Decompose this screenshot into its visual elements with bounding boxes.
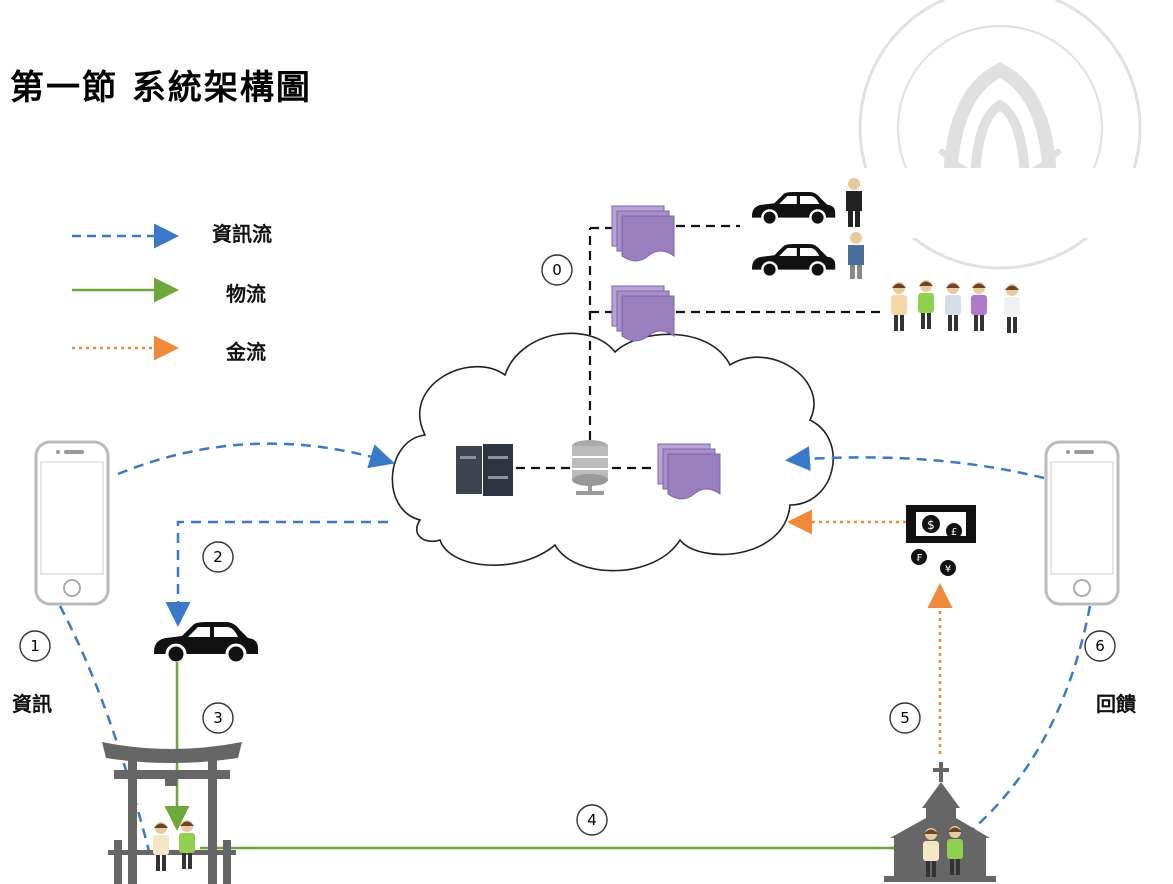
svg-text:5: 5 — [900, 709, 910, 727]
person-icon-driver-2 — [848, 232, 864, 279]
legend-label-info-flow: 資訊流 — [212, 222, 272, 246]
couple-icon-start — [153, 820, 195, 871]
step-marker-5: 5 — [889, 702, 921, 734]
svg-text:6: 6 — [1095, 637, 1105, 655]
page-title: 第一節 系統架構圖 — [10, 68, 312, 108]
step-markers: 0 1 2 3 4 5 6 — [19, 254, 1116, 836]
database-icon — [572, 440, 608, 495]
step-marker-1: 1 — [19, 630, 51, 662]
car-icon-driver-1 — [750, 190, 837, 227]
info-flow-arrows — [58, 442, 1092, 856]
legend-label-cash-flow: 金流 — [226, 340, 266, 364]
car-icon-driver-2 — [750, 242, 837, 279]
document-stack-icon-drivers — [611, 205, 675, 262]
step-marker-0: 0 — [541, 254, 573, 286]
svg-text:2: 2 — [213, 548, 223, 566]
legend-label-logistics-flow: 物流 — [226, 282, 266, 306]
svg-text:₣: ₣ — [916, 553, 922, 564]
cloud-icon — [391, 332, 834, 572]
step-marker-4: 4 — [576, 804, 608, 836]
car-icon-taxi — [152, 620, 260, 665]
svg-text:4: 4 — [587, 811, 597, 829]
side-label-feedback: 回饋 — [1096, 692, 1136, 716]
svg-text:0: 0 — [552, 261, 562, 279]
person-icon-driver-1 — [846, 178, 862, 227]
svg-text:3: 3 — [213, 709, 223, 727]
internal-connections — [516, 224, 880, 470]
svg-text:1: 1 — [30, 637, 40, 655]
step-marker-6: 6 — [1084, 630, 1116, 662]
logistics-flow-arrows — [164, 662, 919, 861]
smartphone-icon-right — [1044, 440, 1120, 606]
money-icon: $ £ ₣ ¥ — [906, 505, 976, 576]
document-stack-icon-users — [611, 285, 675, 342]
svg-text:¥: ¥ — [945, 564, 951, 575]
church-icon — [884, 762, 996, 882]
smartphone-icon-left — [34, 440, 110, 606]
svg-text:£: £ — [951, 527, 957, 538]
legend — [72, 223, 179, 361]
torii-gate-icon — [102, 742, 242, 884]
side-label-info: 資訊 — [12, 692, 52, 716]
group-icon-users — [891, 280, 1020, 333]
step-marker-3: 3 — [202, 702, 234, 734]
step-marker-2: 2 — [202, 541, 234, 573]
server-icon — [456, 444, 513, 496]
cash-flow-arrows — [787, 509, 953, 754]
watermark-mask — [860, 168, 1173, 238]
svg-text:$: $ — [927, 518, 935, 532]
